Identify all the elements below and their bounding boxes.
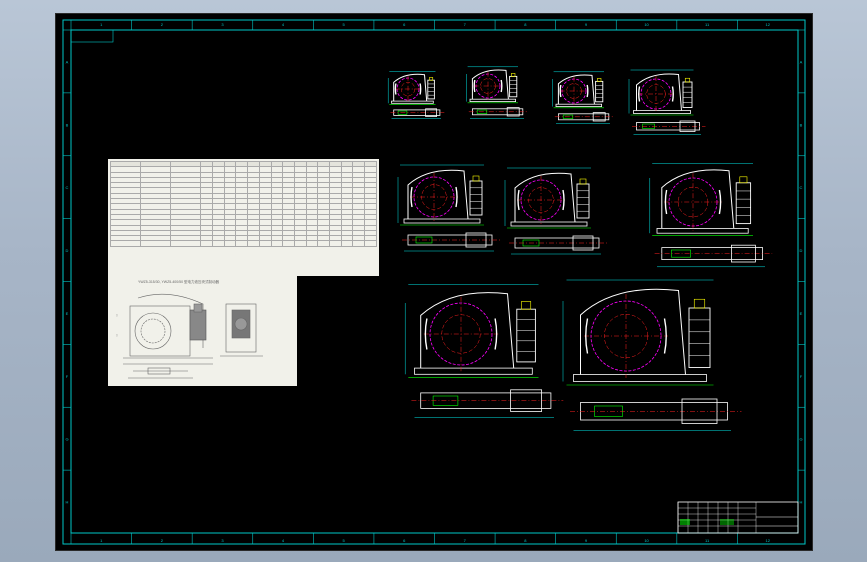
brake-7-plan-view xyxy=(654,244,773,268)
zone-label: F xyxy=(66,374,69,379)
zone-label: C xyxy=(66,185,69,190)
reference-table-row xyxy=(109,192,377,200)
brake-4-plan-view xyxy=(632,120,706,135)
svg-text:▯: ▯ xyxy=(116,333,118,337)
brake-9-view xyxy=(562,279,742,431)
brake-6-view xyxy=(504,167,607,255)
reference-table-row xyxy=(109,160,377,168)
svg-text:▯: ▯ xyxy=(116,313,118,317)
zone-label: 2 xyxy=(161,22,164,27)
zone-label: 10 xyxy=(644,22,649,27)
zone-label: 1 xyxy=(100,538,103,543)
reference-table xyxy=(109,160,377,247)
brake-3-view xyxy=(552,71,614,124)
zone-label: 7 xyxy=(464,538,467,543)
brake-views xyxy=(387,66,773,431)
reference-caption: YWZ5-315/30, YWZ5-400/50 型电力液压块式制动器 xyxy=(138,280,220,284)
zone-label: 4 xyxy=(282,538,285,543)
zone-label: 3 xyxy=(221,538,224,543)
zone-label: 12 xyxy=(765,538,770,543)
brake-1-plan-view xyxy=(390,108,445,119)
reference-sketch: ▯▯ xyxy=(116,293,263,379)
brake-8-view xyxy=(404,284,564,418)
title-block xyxy=(677,501,799,534)
reference-detail-image: YWZ5-315/30, YWZ5-400/50 型电力液压块式制动器 xyxy=(108,276,297,386)
zone-label: 3 xyxy=(221,22,224,27)
brake-2-view xyxy=(466,66,528,119)
zone-label: H xyxy=(800,500,803,505)
brake-5-view xyxy=(397,164,500,252)
zone-label: 8 xyxy=(524,538,527,543)
brake-8-plan-view xyxy=(411,389,564,418)
outer-border xyxy=(62,19,806,545)
reference-table-row xyxy=(109,219,377,226)
zone-label: E xyxy=(800,311,803,316)
zone-label: F xyxy=(800,374,803,379)
zone-label: 6 xyxy=(403,22,406,27)
zone-label: 1 xyxy=(100,22,103,27)
zone-label: B xyxy=(800,122,803,127)
zone-label: 2 xyxy=(161,538,164,543)
brake-1-view xyxy=(387,71,445,119)
zone-label: D xyxy=(66,248,69,253)
zone-label: 8 xyxy=(524,22,527,27)
reference-table-image xyxy=(108,159,379,276)
brake-9-plan-view xyxy=(570,398,742,431)
zone-label: E xyxy=(66,311,69,316)
reference-table-row xyxy=(109,240,377,247)
reference-table-row xyxy=(109,171,377,178)
brake-2-plan-view xyxy=(468,107,528,119)
brake-5-plan-view xyxy=(402,232,500,252)
zone-label: A xyxy=(66,59,69,64)
zone-label: 9 xyxy=(585,538,588,543)
brake-3-plan-view xyxy=(554,112,614,124)
brake-7-view xyxy=(649,163,773,268)
zone-label: G xyxy=(65,437,68,442)
zone-label: D xyxy=(800,248,803,253)
zone-label: H xyxy=(66,500,69,505)
zone-label: 5 xyxy=(343,538,346,543)
zone-label: B xyxy=(66,122,69,127)
code-box xyxy=(70,29,114,43)
zone-label: A xyxy=(800,59,803,64)
zone-label: 11 xyxy=(705,538,710,543)
zone-label: 9 xyxy=(585,22,588,27)
zone-label: 5 xyxy=(343,22,346,27)
zone-label: 7 xyxy=(464,22,467,27)
zone-label: 11 xyxy=(705,22,710,27)
zone-label: G xyxy=(799,437,802,442)
zone-label: 4 xyxy=(282,22,285,27)
zone-label: C xyxy=(800,185,803,190)
brake-4-view xyxy=(628,69,706,135)
zone-label: 10 xyxy=(644,538,649,543)
brake-6-plan-view xyxy=(509,235,607,255)
zone-label: 12 xyxy=(765,22,770,27)
reference-table-row xyxy=(109,166,377,173)
zone-label: 6 xyxy=(403,538,406,543)
